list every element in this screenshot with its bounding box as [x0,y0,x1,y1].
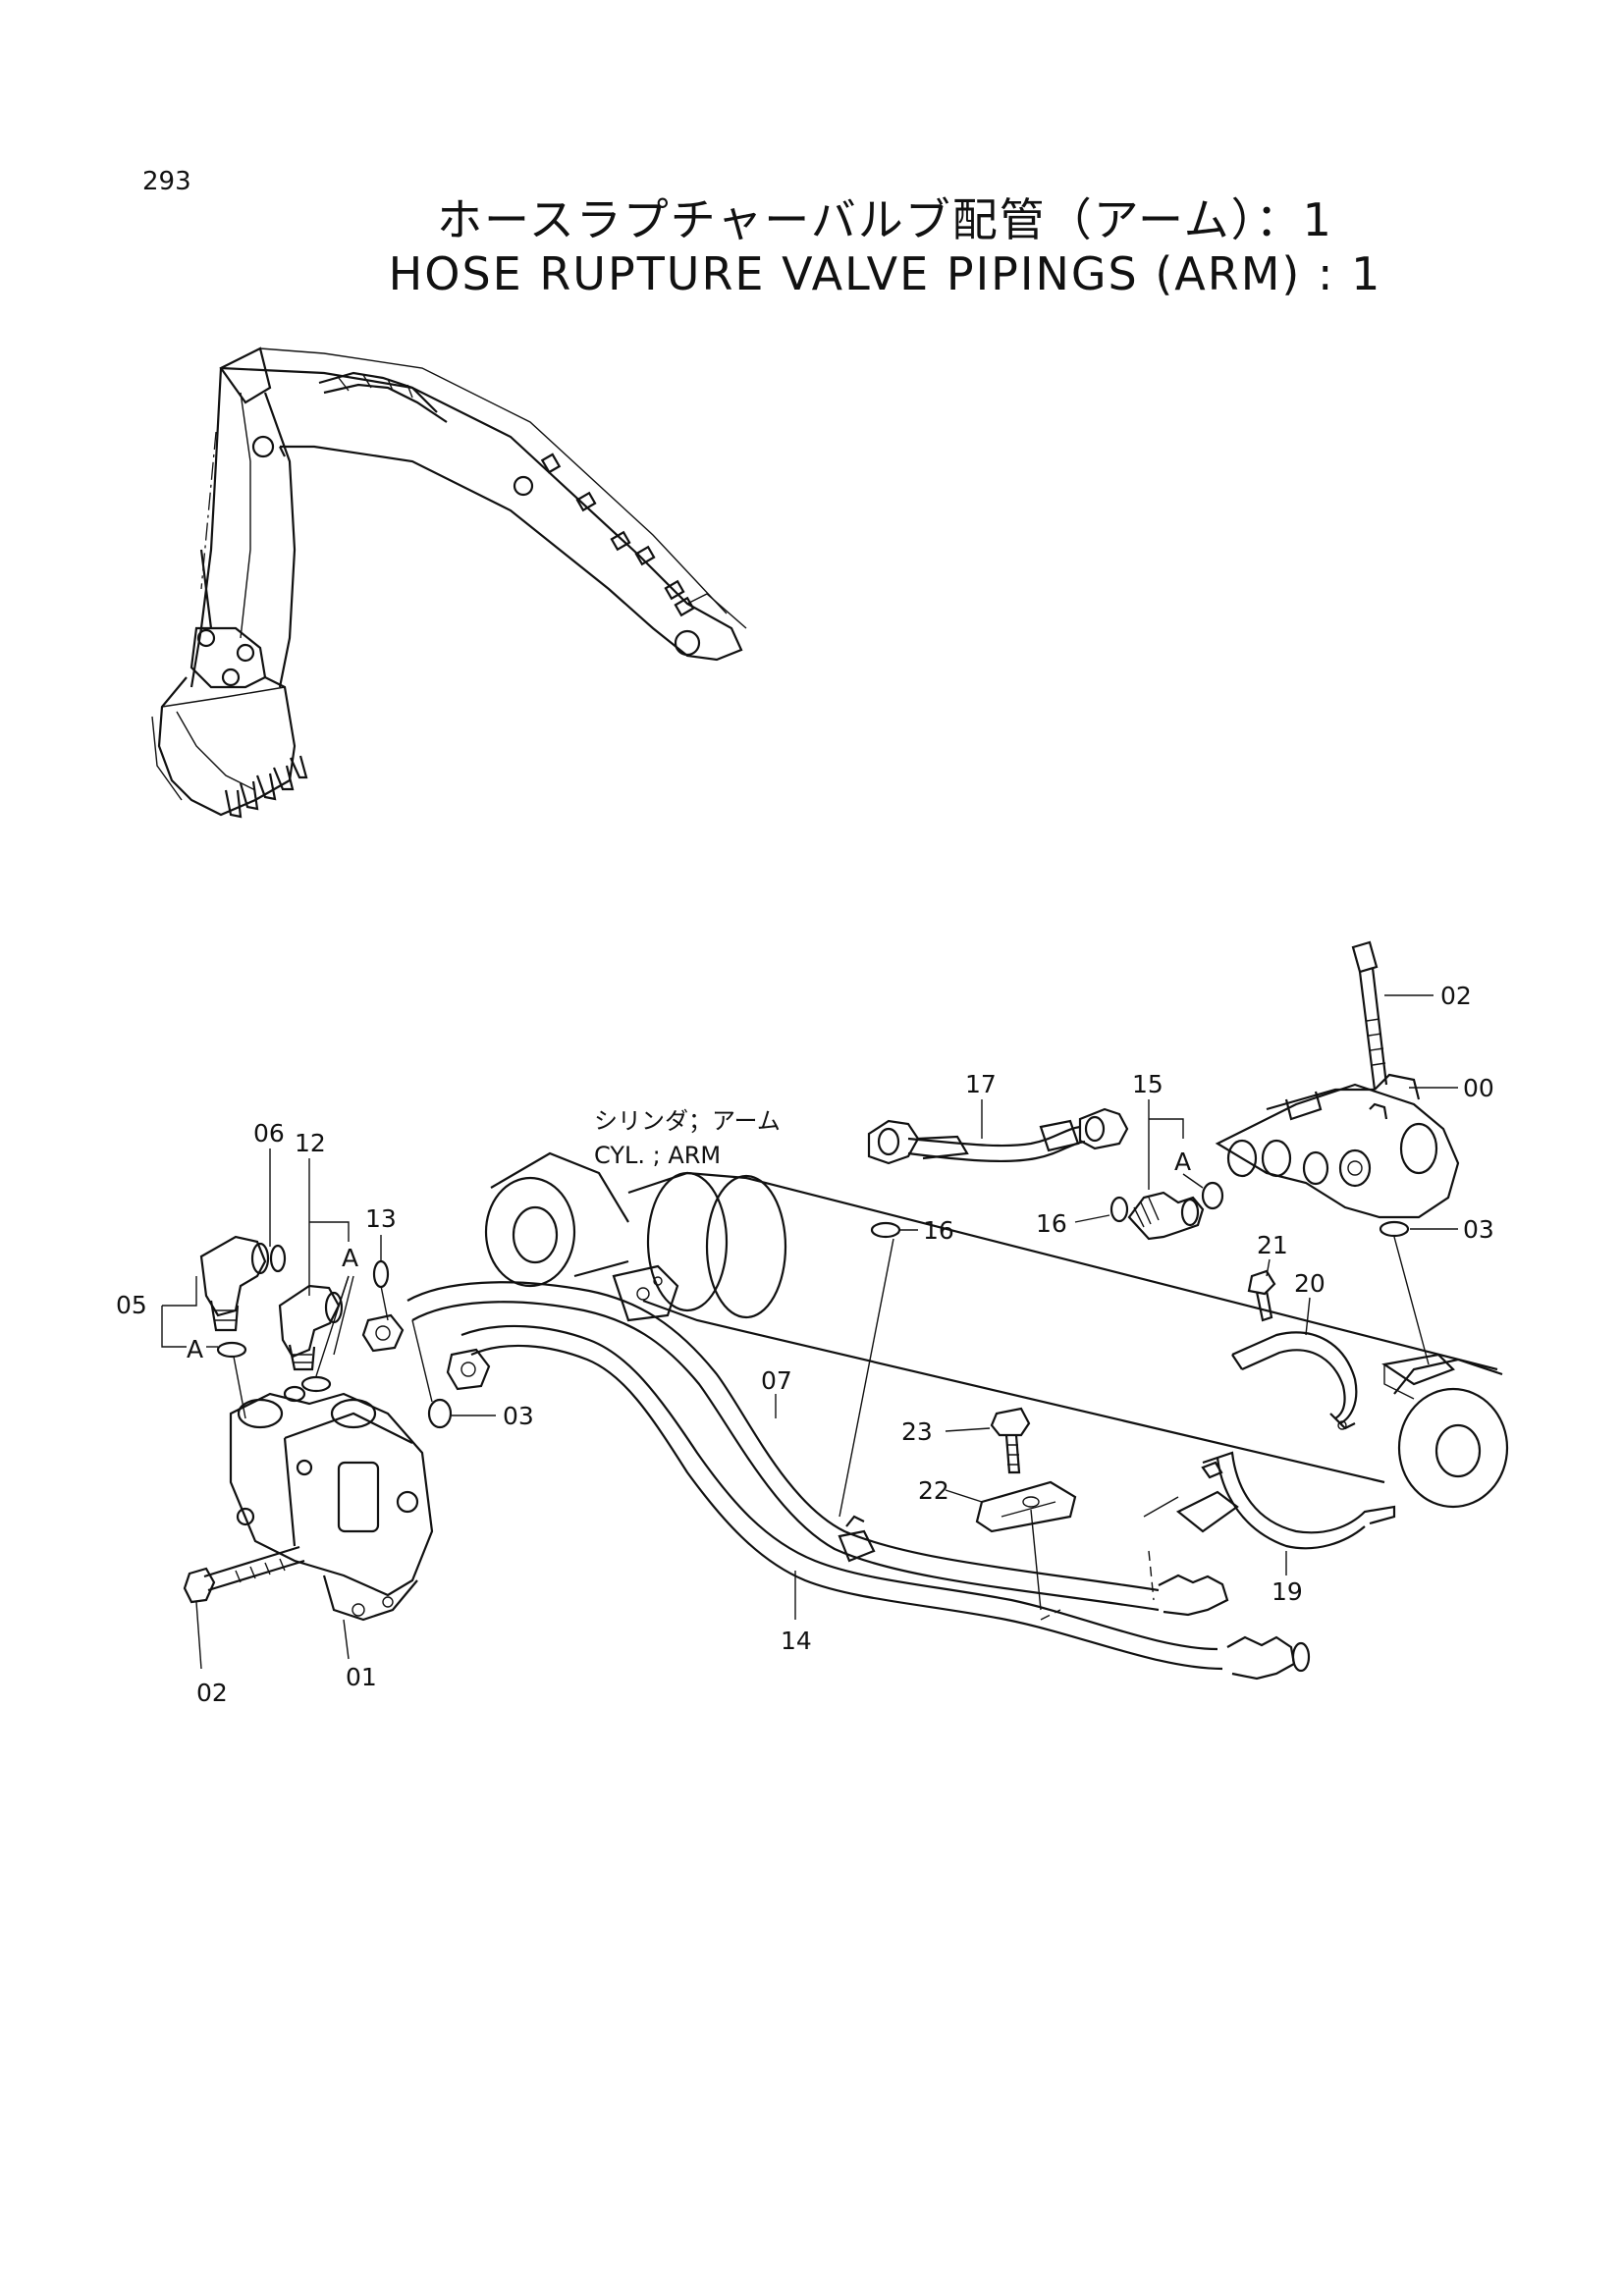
callout-03-left: 03 [503,1402,534,1430]
callout-05: 05 [116,1291,147,1319]
callout-03-right: 03 [1463,1215,1494,1244]
callout-20: 20 [1294,1269,1325,1298]
pipes-07-14 [406,1281,1311,1681]
callout-01: 01 [346,1663,377,1691]
arm-cylinder-illustration [484,1151,1509,1509]
callout-06: 06 [253,1119,285,1148]
section-mark-a-left-lower: A [187,1335,203,1363]
elbow-fittings [199,1235,491,1429]
section-mark-a-right: A [1174,1148,1191,1176]
cylinder-label-jp: シリンダ；アーム [594,1107,781,1135]
section-mark-a-left-upper: A [342,1244,358,1272]
title-english: HOSE RUPTURE VALVE PIPINGS (ARM) : 1 [388,247,1382,300]
valve-00-illustration [1215,940,1460,1238]
callout-02-right: 02 [1440,982,1472,1010]
callout-labels: 06 12 13 A 05 A 03 02 01 07 14 17 16 15 … [116,982,1494,1707]
pipe-17-fitting-15 [867,1107,1224,1241]
valve-01-illustration [183,1385,434,1622]
callout-23: 23 [901,1417,933,1446]
callout-16-left: 16 [923,1216,954,1245]
callout-07: 07 [761,1366,792,1395]
callout-12: 12 [295,1129,326,1157]
title-japanese: ホースラプチャーバルブ配管（アーム）：1 [437,193,1333,246]
clamps-illustration [975,1269,1396,1550]
callout-02-left: 02 [196,1679,228,1707]
callout-13: 13 [365,1204,397,1233]
cylinder-label-en: CYL. ; ARM [594,1142,721,1169]
callout-22: 22 [918,1476,949,1505]
excavator-overview-illustration [151,347,747,819]
callout-16-right: 16 [1036,1209,1067,1238]
callout-15: 15 [1132,1070,1163,1098]
leader-lines [161,994,1458,1670]
callout-17: 17 [965,1070,997,1098]
callout-00: 00 [1463,1074,1494,1102]
callout-21: 21 [1257,1231,1288,1259]
page-number: 293 [142,167,191,196]
callout-19: 19 [1271,1577,1303,1606]
callout-14: 14 [781,1627,812,1655]
